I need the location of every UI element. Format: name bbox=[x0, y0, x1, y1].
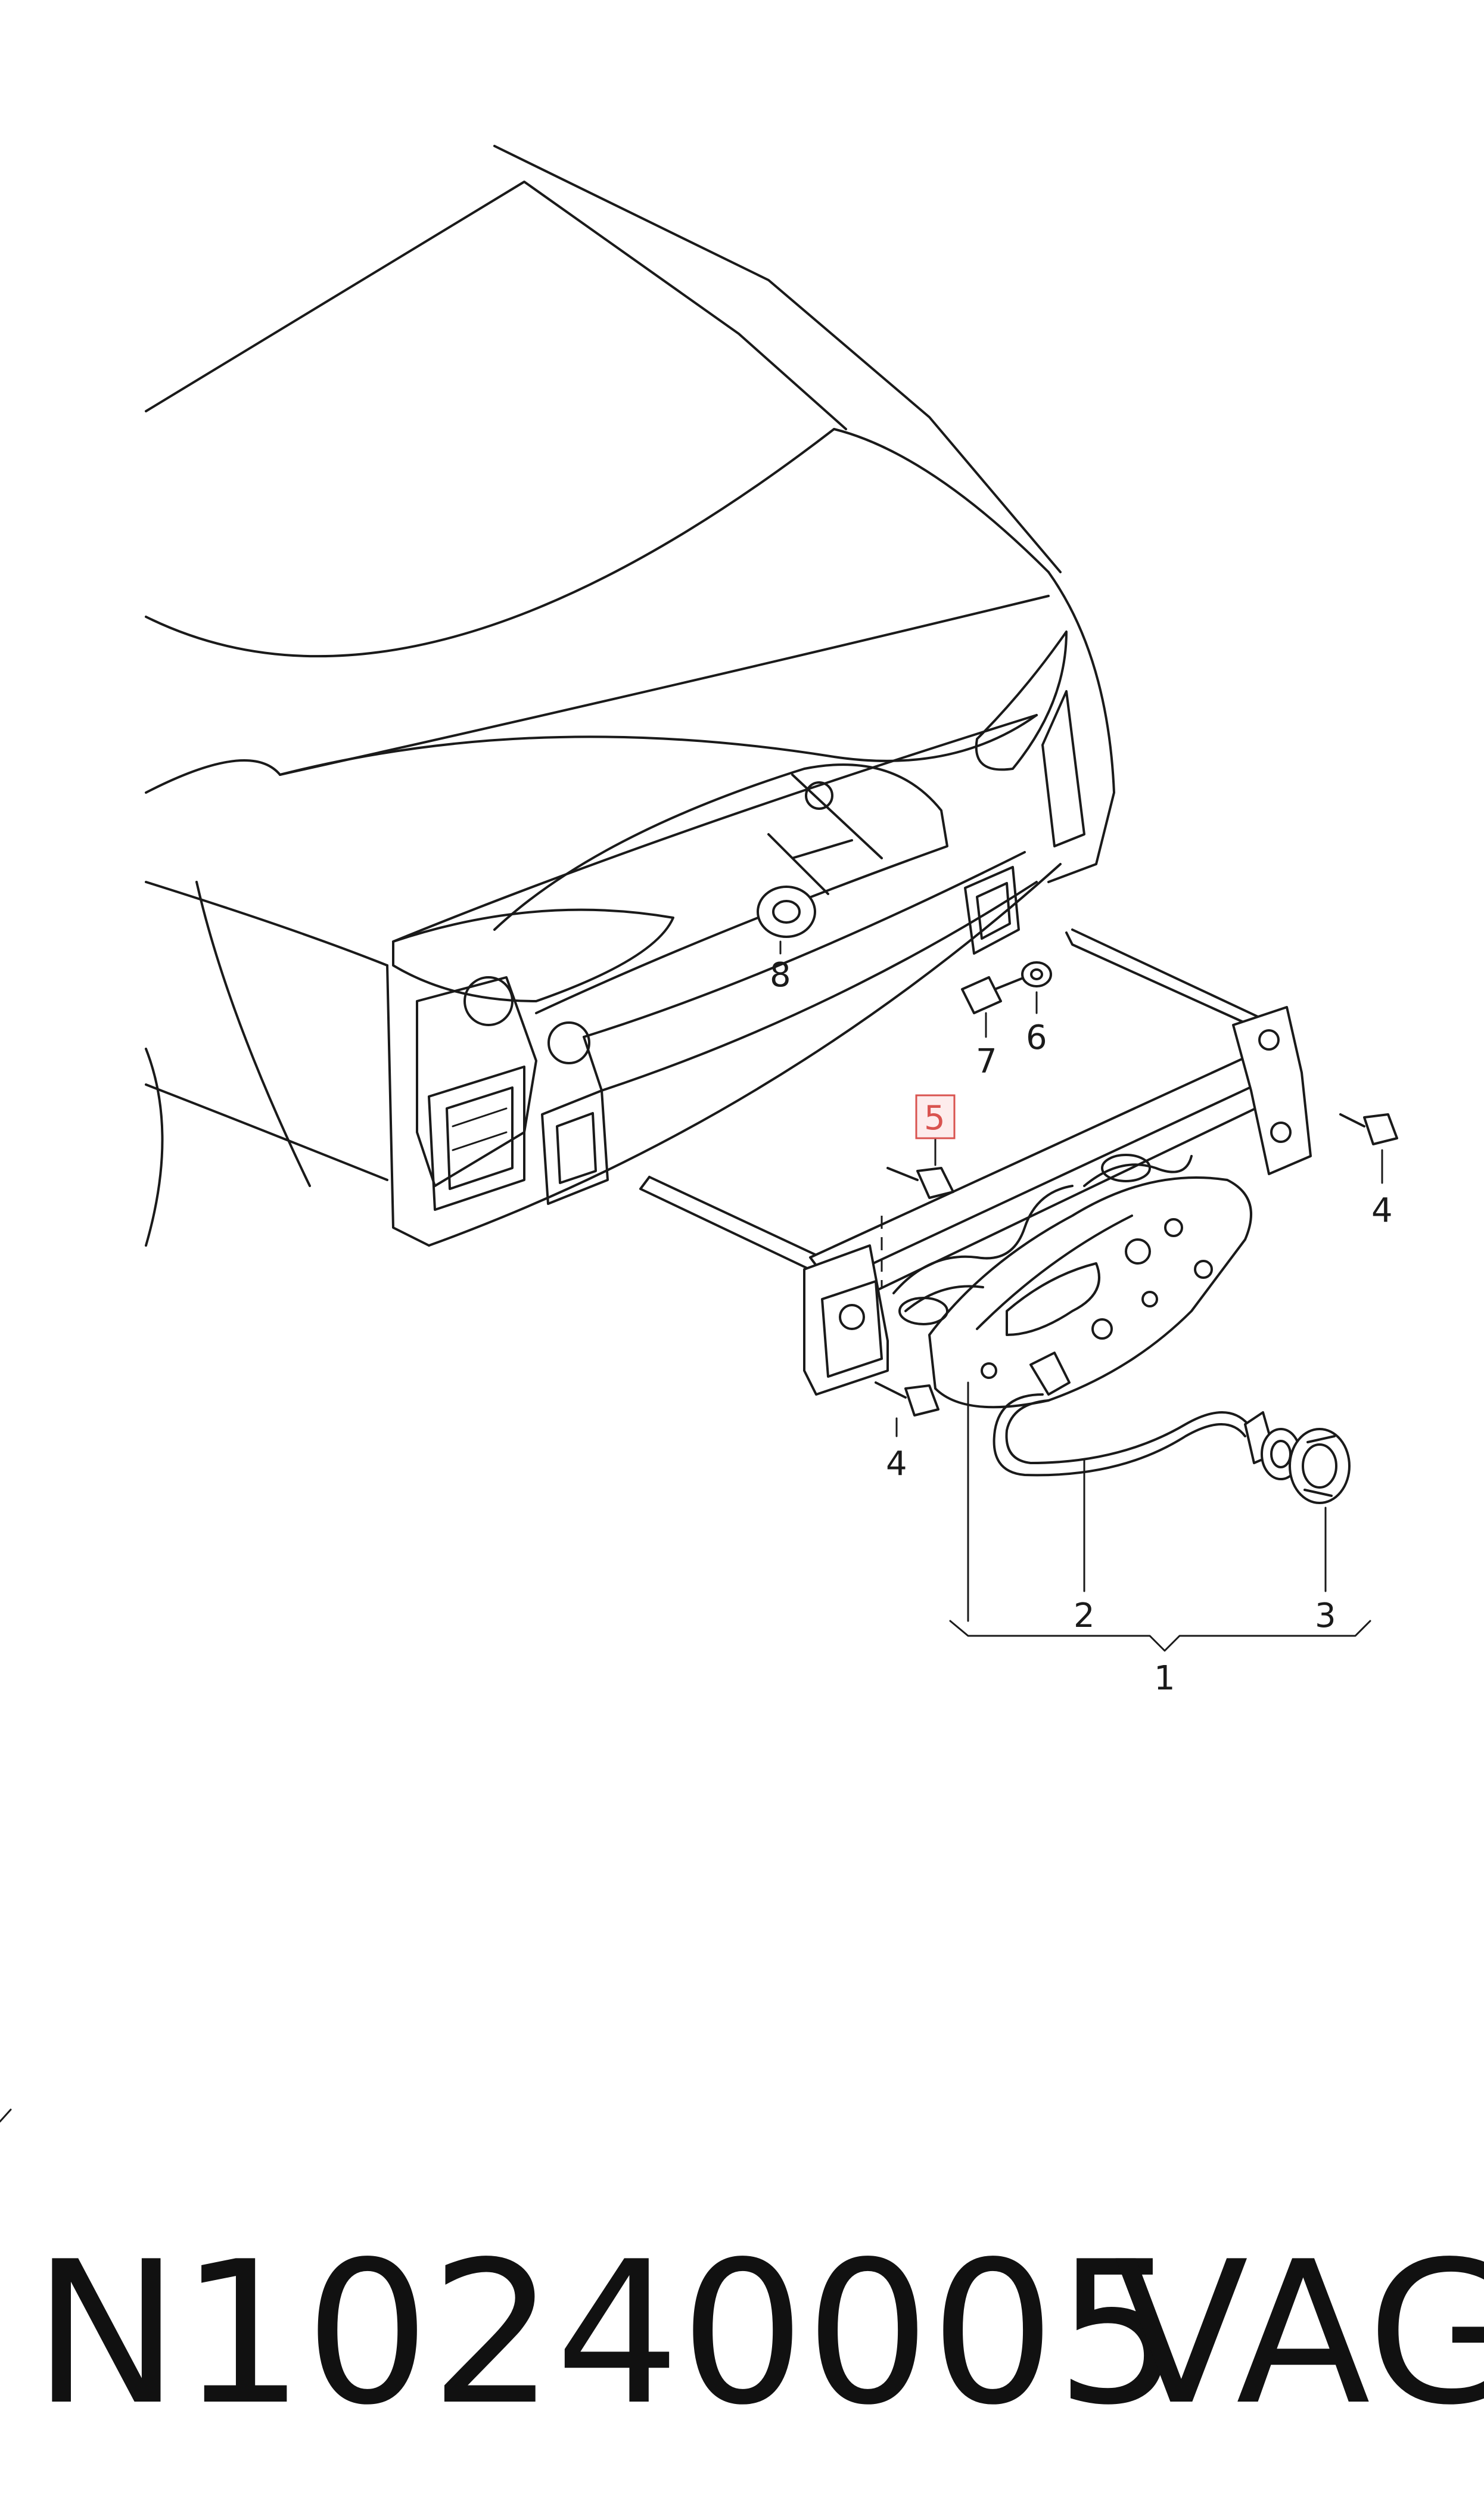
bolt-part-7 bbox=[961, 976, 1026, 1038]
callout-3[interactable]: 3 bbox=[1315, 1596, 1336, 1635]
part-number-label: N10240005 bbox=[33, 2219, 1181, 2448]
edge-tick-mark bbox=[0, 2108, 12, 2123]
callout-4-left[interactable]: 4 bbox=[886, 1445, 907, 1483]
bolt-part-4-left bbox=[875, 1381, 939, 1437]
washer-part-6 bbox=[1021, 961, 1052, 1014]
callout-5-highlight[interactable]: 5 bbox=[915, 1094, 956, 1139]
trailer-socket-part-3 bbox=[1244, 1411, 1351, 1592]
callout-5[interactable]: 5 bbox=[924, 1099, 945, 1138]
callout-1[interactable]: 1 bbox=[1154, 1659, 1175, 1698]
assembly-group-bracket bbox=[949, 1620, 1371, 1652]
towbar-assembly bbox=[639, 928, 1312, 1622]
wiring-harness-part-2 bbox=[993, 1352, 1249, 1592]
bolt-part-4-right bbox=[1339, 1113, 1398, 1184]
callout-2[interactable]: 2 bbox=[1074, 1596, 1095, 1635]
brand-label: VAG bbox=[1114, 2219, 1484, 2448]
car-body-illustration bbox=[145, 145, 1115, 1247]
callout-6[interactable]: 6 bbox=[1026, 1018, 1047, 1057]
callout-4-right[interactable]: 4 bbox=[1371, 1191, 1393, 1230]
grommet-part-8 bbox=[757, 886, 816, 955]
callout-8[interactable]: 8 bbox=[770, 956, 791, 995]
callout-7[interactable]: 7 bbox=[976, 1042, 997, 1081]
